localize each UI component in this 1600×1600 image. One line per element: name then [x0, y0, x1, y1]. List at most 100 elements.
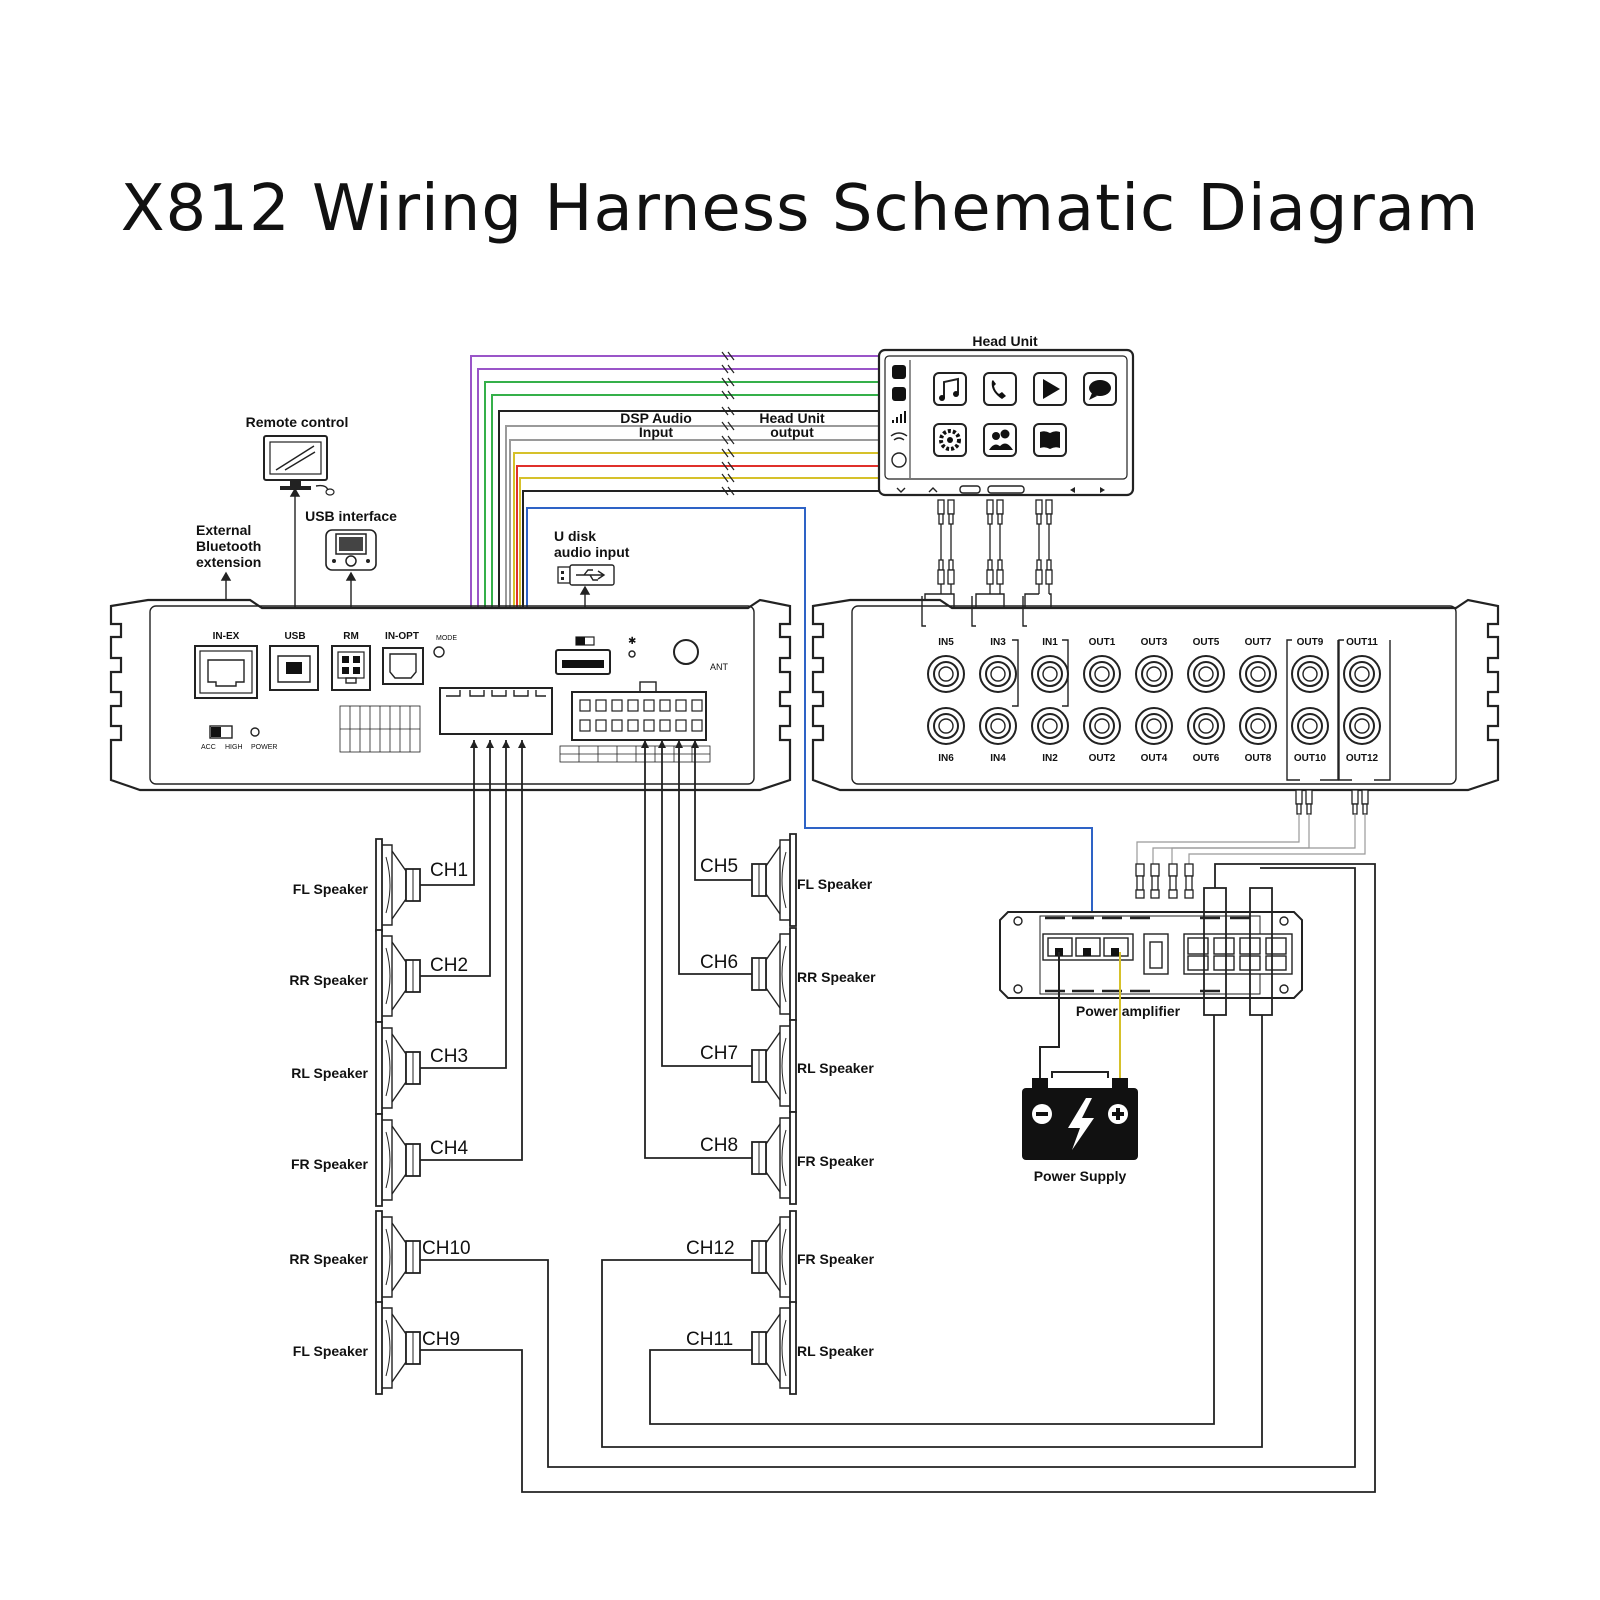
- usb-interface-label: USB interface: [305, 508, 397, 524]
- battery-icon: [1022, 1071, 1138, 1160]
- settings-icon: [933, 423, 967, 457]
- jack-out7-label: OUT7: [1245, 637, 1272, 648]
- jack-out11-label: OUT11: [1346, 637, 1378, 648]
- jack-out6[interactable]: [1187, 707, 1225, 745]
- jack-out8-label: OUT8: [1245, 753, 1272, 764]
- jack-out2[interactable]: [1083, 707, 1121, 745]
- dsp-left-panel: IN-EX USB RM IN-OPT MODE: [109, 598, 792, 792]
- wire-blue-remote: [526, 507, 1093, 945]
- u-disk-usb-port[interactable]: [555, 636, 611, 675]
- dsp-audio-input-label-2: Input: [639, 424, 674, 440]
- bluetooth-icon: ✱: [628, 636, 636, 647]
- jack-in5[interactable]: [927, 655, 965, 693]
- channel-labels: CH1 CH2 CH3 CH4 CH10 CH9 CH5 CH6 CH7 CH8…: [422, 856, 738, 1350]
- speaker-label-l4: FR Speaker: [291, 1156, 369, 1172]
- chat-icon: [1083, 372, 1117, 406]
- jack-out7[interactable]: [1239, 655, 1277, 693]
- speaker-left-4: [375, 1113, 421, 1207]
- speaker-left-2: [375, 929, 421, 1023]
- ch11-label: CH11: [686, 1329, 733, 1350]
- speaker-left-1: [375, 838, 421, 932]
- signal-icon: [892, 411, 906, 423]
- menu-icon: [892, 387, 906, 401]
- wifi-icon: [890, 432, 908, 441]
- jack-in6-label: IN6: [938, 753, 954, 764]
- jack-out11[interactable]: [1343, 655, 1381, 693]
- ch2-label: CH2: [430, 955, 468, 976]
- bt-ext-label-3: extension: [196, 554, 261, 570]
- contacts-icon: [983, 423, 1017, 457]
- remote-control-label: Remote control: [246, 414, 349, 430]
- ant-connector[interactable]: [673, 639, 699, 665]
- speaker-output-connector: [559, 681, 711, 763]
- wire-gray-1: [505, 425, 880, 688]
- jack-out10[interactable]: [1291, 707, 1329, 745]
- bluetooth-led: [628, 650, 636, 658]
- rm-port[interactable]: [331, 645, 371, 691]
- power-amplifier: Power amplifier: [999, 887, 1303, 1019]
- head-unit-output-label-1: Head Unit: [759, 410, 825, 426]
- jack-in6[interactable]: [927, 707, 965, 745]
- wire-black-1: [498, 410, 880, 688]
- speaker-left-6: [375, 1301, 421, 1395]
- head-unit: Head Unit: [877, 333, 1135, 497]
- speaker-label-l1: FL Speaker: [293, 881, 369, 897]
- port-label-usb: USB: [284, 631, 305, 642]
- in-ex-port[interactable]: [194, 645, 258, 699]
- wire-green-1: [484, 381, 880, 688]
- book-icon: [1033, 423, 1067, 457]
- jack-out6-label: OUT6: [1193, 753, 1220, 764]
- usb-port[interactable]: [269, 645, 319, 691]
- speaker-label-r5: FR Speaker: [797, 1251, 875, 1267]
- jack-out2-label: OUT2: [1089, 753, 1116, 764]
- speaker-label-r3: RL Speaker: [797, 1060, 874, 1076]
- speaker-label-l3: RL Speaker: [291, 1065, 368, 1081]
- speaker-label-l6: FL Speaker: [293, 1343, 369, 1359]
- music-icon: [933, 372, 967, 406]
- in-opt-port[interactable]: [382, 647, 424, 685]
- power-ground-wire: [1039, 952, 1060, 1082]
- jack-out5-label: OUT5: [1193, 637, 1220, 648]
- speaker-right-6: [751, 1301, 797, 1395]
- jack-out8[interactable]: [1239, 707, 1277, 745]
- power-button-icon: [891, 452, 907, 468]
- bt-ext-label-2: Bluetooth: [196, 538, 261, 554]
- dsp-audio-input-label-1: DSP Audio: [620, 410, 692, 426]
- ch12-label: CH12: [686, 1238, 735, 1259]
- speaker-right-4: [751, 1111, 797, 1205]
- jack-in4-label: IN4: [990, 753, 1006, 764]
- speaker-right-1: [751, 833, 797, 927]
- ant-label: ANT: [710, 662, 729, 672]
- power-led: [250, 727, 260, 737]
- speaker-right-3: [751, 1019, 797, 1113]
- jack-in4[interactable]: [979, 707, 1017, 745]
- jack-in2[interactable]: [1031, 707, 1069, 745]
- out-bracket-lines: [1286, 639, 1391, 781]
- usb-interface-device-icon: [325, 529, 377, 571]
- jack-out9[interactable]: [1291, 655, 1329, 693]
- jack-out4[interactable]: [1135, 707, 1173, 745]
- mode-button[interactable]: [433, 646, 445, 658]
- wire-break-marks: [721, 351, 735, 496]
- jack-out12[interactable]: [1343, 707, 1381, 745]
- mode-label: MODE: [436, 635, 457, 642]
- rca-cables-amp: [1135, 789, 1369, 899]
- wire-green-2: [491, 394, 880, 688]
- jack-in3[interactable]: [979, 655, 1017, 693]
- acc-label: ACC: [201, 744, 216, 751]
- jack-out3[interactable]: [1135, 655, 1173, 693]
- acc-high-switch[interactable]: [209, 725, 233, 739]
- remote-control-monitor-icon: [263, 435, 335, 496]
- speaker-left-3: [375, 1021, 421, 1115]
- jack-out1[interactable]: [1083, 655, 1121, 693]
- usb-stick-icon: [557, 564, 615, 586]
- ch4-label: CH4: [430, 1138, 468, 1159]
- jack-in1-label: IN1: [1042, 637, 1058, 648]
- power-amplifier-label: Power amplifier: [1076, 1003, 1181, 1019]
- head-unit-label: Head Unit: [972, 333, 1038, 349]
- jack-in5-label: IN5: [938, 637, 954, 648]
- ch5-label: CH5: [700, 856, 738, 877]
- jack-out5[interactable]: [1187, 655, 1225, 693]
- jack-in1[interactable]: [1031, 655, 1069, 693]
